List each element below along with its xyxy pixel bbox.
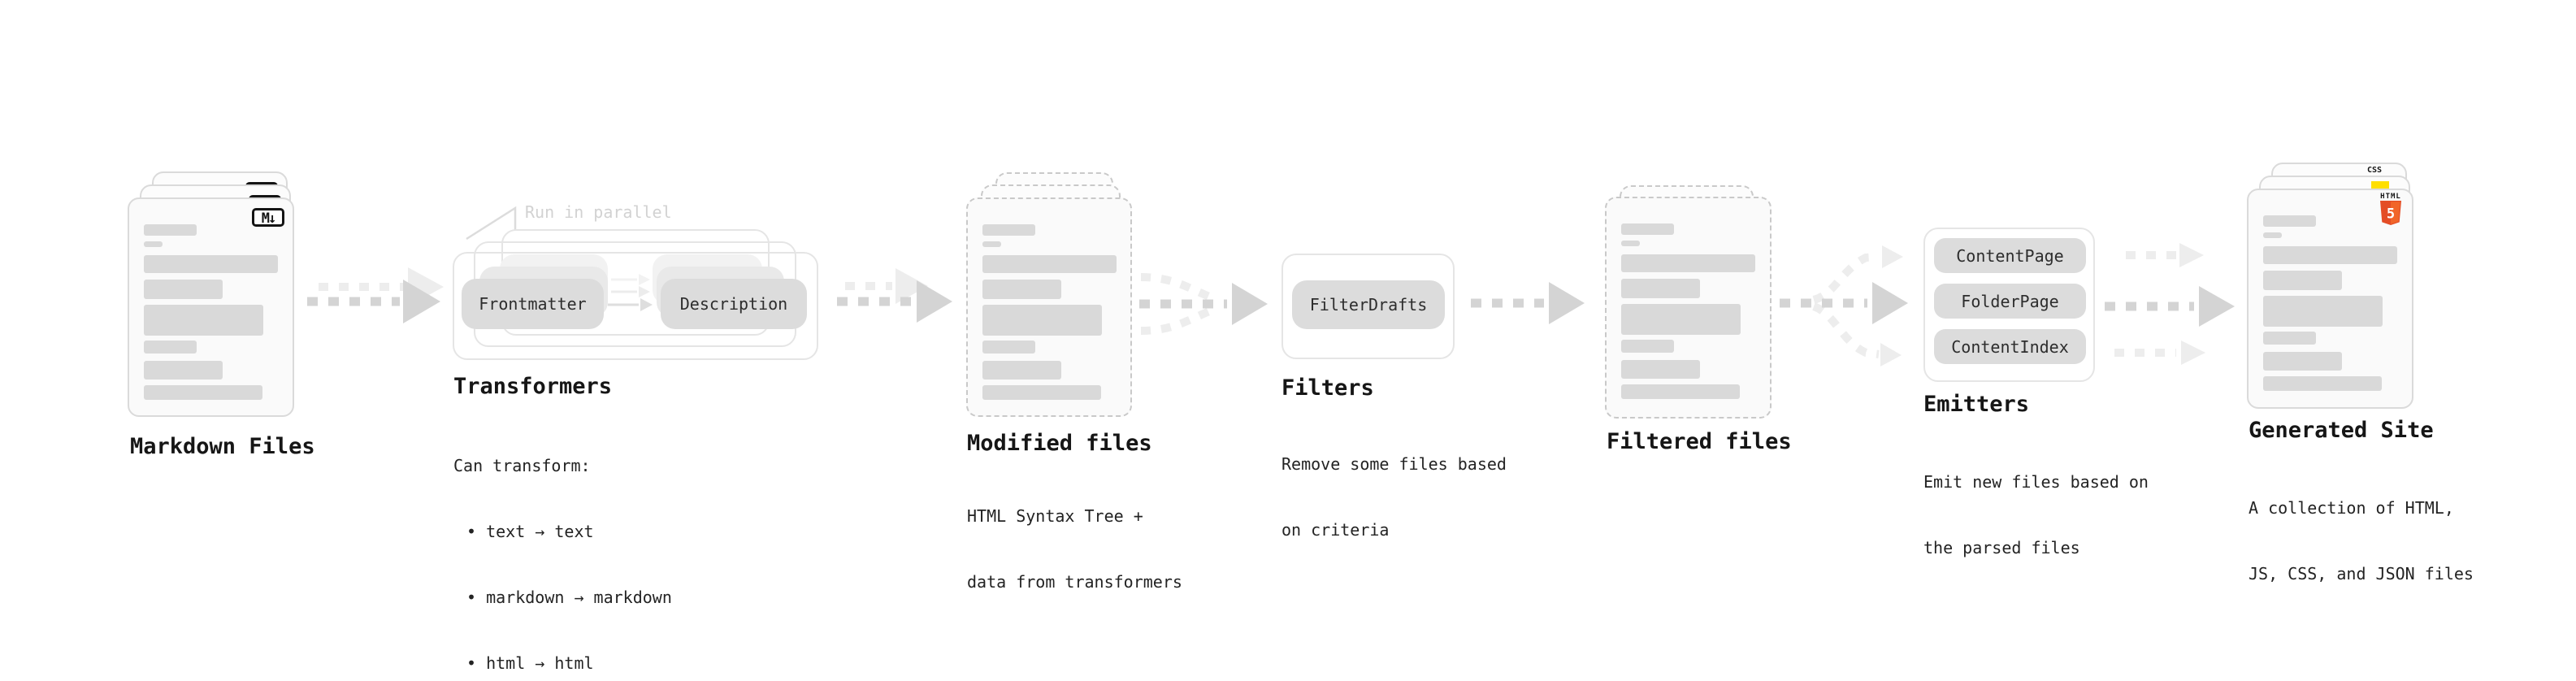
placeholder-text-bar: [1621, 340, 1674, 353]
flow-arrow-filters-to-filtered-icon: [1471, 282, 1585, 324]
note-line: the parsed files: [1923, 538, 2080, 557]
placeholder-text-bar: [1621, 304, 1741, 335]
placeholder-text-bar: [144, 305, 263, 336]
note-line: Remove some files based: [1281, 454, 1507, 474]
stage-note-modified-files: HTML Syntax Tree + data from transformer…: [967, 462, 1182, 637]
stage-label-filtered-files: Filtered files: [1607, 429, 1792, 454]
placeholder-text-bar: [2263, 352, 2342, 371]
placeholder-text-bar: [2263, 376, 2382, 391]
placeholder-text-bar: [1621, 360, 1700, 379]
placeholder-text-bar: [2263, 246, 2397, 264]
html5-shield-icon: 5: [2380, 201, 2401, 225]
transformer-pill-frontmatter: Frontmatter: [462, 279, 604, 329]
placeholder-text-bar: [1621, 241, 1640, 246]
note-line: A collection of HTML,: [2249, 498, 2454, 518]
note-line: data from transformers: [967, 572, 1182, 592]
modified-file-card-front: [966, 197, 1132, 417]
svg-text:5: 5: [2387, 206, 2395, 223]
note-line: • markdown → markdown: [466, 588, 672, 607]
emitter-pill-folderpage: FolderPage: [1934, 284, 2086, 319]
placeholder-text-bar: [2263, 296, 2383, 327]
markdown-file-card-front: M↓: [128, 197, 294, 417]
emitter-pill-contentindex: ContentIndex: [1934, 329, 2086, 364]
stage-note-emitters: Emit new files based on the parsed files: [1923, 427, 2149, 603]
annotation-leader-line: [466, 206, 517, 241]
filters-group: [1281, 254, 1455, 359]
placeholder-text-bar: [144, 385, 262, 400]
placeholder-text-bar: [982, 340, 1035, 354]
run-in-parallel-annotation: Run in parallel: [525, 202, 672, 222]
placeholder-text-bar: [2263, 332, 2316, 345]
placeholder-text-bar: [144, 340, 197, 354]
note-line: on criteria: [1281, 520, 1390, 540]
note-line: Can transform:: [453, 456, 591, 475]
placeholder-text-bar: [2263, 271, 2342, 290]
flow-arrow-transformers-to-modified-icon: [837, 268, 952, 323]
placeholder-text-bar: [144, 280, 223, 299]
note-line: HTML Syntax Tree +: [967, 506, 1143, 526]
note-line: Emit new files based on: [1923, 472, 2149, 492]
pill-to-pill-arrows-icon: [608, 274, 653, 311]
html5-icon: HTML 5: [2379, 193, 2403, 228]
emitters-group: [1923, 228, 2095, 382]
flow-arrow-markdown-to-transformers-icon: [307, 267, 444, 323]
placeholder-text-bar: [144, 241, 163, 247]
placeholder-text-bar: [1621, 279, 1700, 298]
note-line: • text → text: [466, 522, 594, 541]
placeholder-text-bar: [982, 224, 1035, 236]
stage-label-generated-site: Generated Site: [2249, 418, 2434, 443]
stage-label-emitters: Emitters: [1923, 392, 2030, 417]
placeholder-text-bar: [144, 224, 197, 236]
flow-arrow-modified-to-filters-icon: [1139, 273, 1268, 335]
flow-arrow-filtered-to-emitters-icon: [1780, 245, 1908, 367]
stage-label-transformers: Transformers: [453, 374, 613, 399]
note-line: JS, CSS, and JSON files: [2249, 564, 2474, 583]
stage-note-filters: Remove some files based on criteria: [1281, 410, 1507, 585]
emitter-pill-contentpage: ContentPage: [1934, 238, 2086, 273]
placeholder-text-bar: [982, 305, 1102, 336]
generated-file-card-html: HTML 5: [2247, 189, 2413, 409]
placeholder-text-bar: [2263, 232, 2282, 238]
stage-note-generated-site: A collection of HTML, JS, CSS, and JSON …: [2249, 453, 2474, 629]
placeholder-text-bar: [982, 361, 1061, 380]
placeholder-text-bar: [1621, 223, 1674, 235]
placeholder-text-bar: [1621, 254, 1755, 272]
transformers-group-front: [453, 252, 818, 360]
filtered-file-card-front: [1605, 197, 1772, 419]
placeholder-text-bar: [1621, 384, 1740, 399]
html5-badge-label: HTML: [2380, 193, 2401, 201]
placeholder-text-bar: [982, 241, 1001, 247]
placeholder-text-bar: [144, 361, 223, 380]
placeholder-text-bar: [2263, 215, 2316, 227]
placeholder-text-bar: [982, 385, 1101, 400]
flow-arrow-emitters-to-generated-icon: [2105, 243, 2235, 365]
filter-pill-filterdrafts: FilterDrafts: [1292, 280, 1445, 329]
stage-label-modified-files: Modified files: [967, 431, 1152, 456]
placeholder-text-bar: [982, 255, 1117, 273]
stage-note-transformers: Can transform: • text → text • markdown …: [453, 411, 672, 681]
css-badge-label: CSS: [2366, 166, 2383, 175]
stage-label-markdown-files: Markdown Files: [130, 434, 315, 459]
note-line: • html → html: [466, 653, 594, 673]
placeholder-text-bar: [144, 255, 278, 273]
transformer-pill-description: Description: [661, 279, 807, 329]
stage-label-filters: Filters: [1281, 375, 1374, 401]
markdown-icon: M↓: [252, 208, 284, 227]
placeholder-text-bar: [982, 280, 1061, 299]
